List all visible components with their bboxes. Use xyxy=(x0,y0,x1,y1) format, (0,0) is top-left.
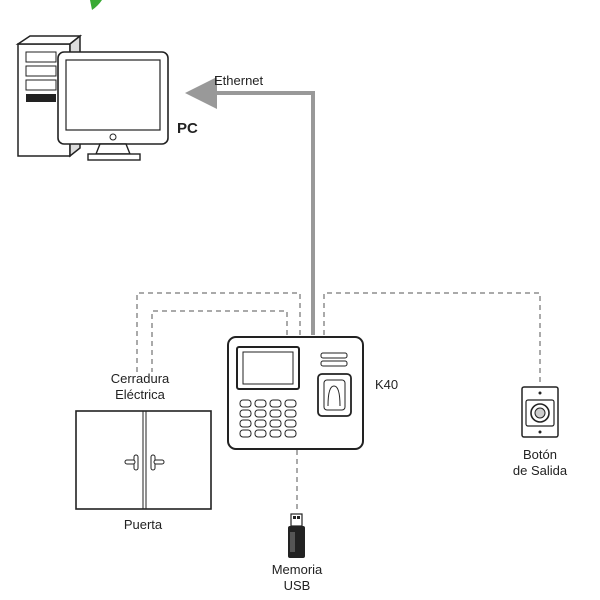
usb-drive-icon xyxy=(288,513,305,558)
lock-wire-inner xyxy=(151,310,288,372)
exit-button-icon xyxy=(521,386,559,438)
usb-label-line1: Memoria xyxy=(271,562,323,577)
ethernet-line xyxy=(185,77,315,335)
fingerprint-terminal-icon xyxy=(227,336,364,450)
k40-label: K40 xyxy=(375,377,399,392)
usb-label-line2: USB xyxy=(283,578,311,593)
door-label: Puerta xyxy=(123,517,163,532)
pc-icon xyxy=(15,34,169,161)
exit-button-label-line2: de Salida xyxy=(512,463,568,478)
keypad xyxy=(239,399,297,438)
exit-button-wire xyxy=(323,292,541,385)
lock-label-line1: Cerradura xyxy=(110,371,170,386)
ethernet-label: Ethernet xyxy=(214,73,264,88)
lock-wire-outer xyxy=(136,292,301,372)
pc-label: PC xyxy=(177,120,198,137)
green-accent-shape xyxy=(90,0,102,10)
lock-label-line2: Eléctrica xyxy=(115,387,165,402)
exit-button-label-line1: Botón xyxy=(523,447,557,462)
double-door-icon xyxy=(75,410,212,510)
